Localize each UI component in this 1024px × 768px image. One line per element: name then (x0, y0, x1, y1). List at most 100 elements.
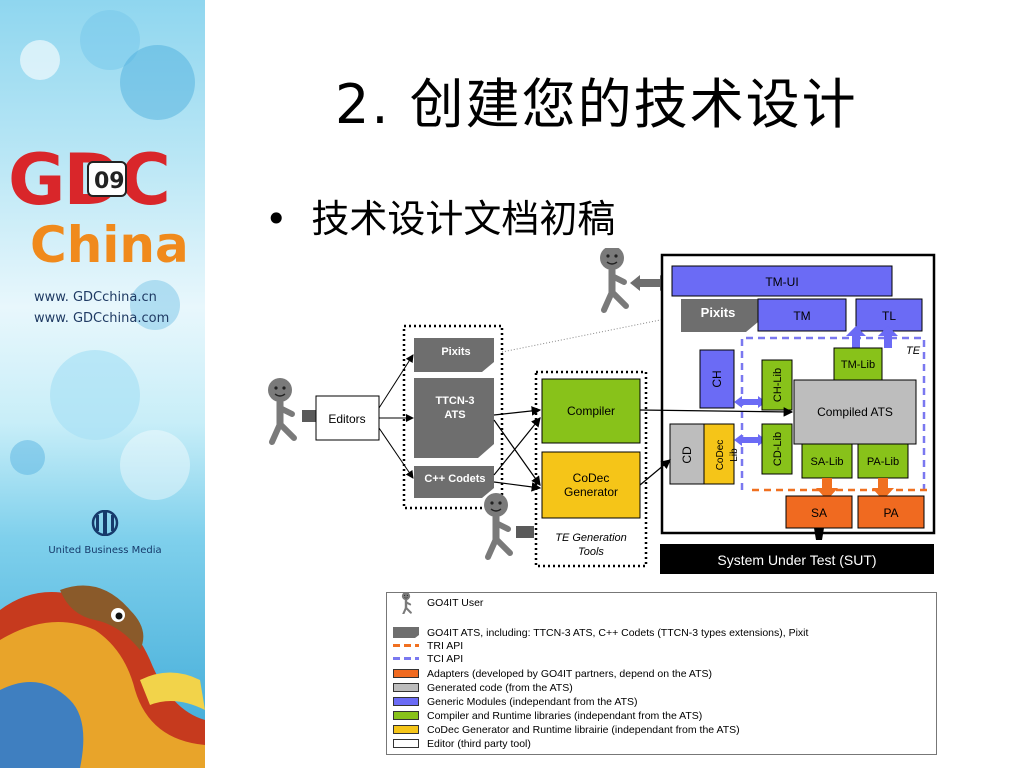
ats-pixits-doc (414, 338, 494, 372)
color-swatch (393, 697, 419, 706)
pixits-top-label: Pixits (701, 305, 736, 320)
sa-label: SA (811, 506, 827, 520)
pa-lib-box (857, 443, 909, 479)
ch-box (699, 349, 735, 409)
go4it-user-icon (600, 248, 626, 310)
legend-row-tci: TCI API (393, 652, 463, 665)
legend-label: TRI API (427, 639, 464, 652)
legend-row-user: GO4IT User (393, 591, 483, 614)
tl-box (855, 298, 923, 332)
bullet-text: 技术设计文档初稿 (311, 197, 616, 241)
codec-generator-box (541, 451, 641, 519)
cd-box (669, 423, 705, 485)
color-swatch (393, 683, 419, 692)
legend-label: GO4IT ATS, including: TTCN-3 ATS, C++ Co… (427, 626, 809, 639)
decor-bubble (120, 45, 195, 120)
legend-label: Compiler and Runtime libraries (independ… (427, 709, 703, 722)
decor-bubble (10, 440, 45, 475)
ch-double-arrow (734, 396, 766, 408)
user-to-editors-connector (302, 410, 316, 422)
cd-label: CD (680, 446, 694, 464)
tm-box (757, 298, 847, 332)
legend-row-generic: Generic Modules (independant from the AT… (393, 695, 638, 708)
legend-row-tri: TRI API (393, 639, 463, 652)
legend-row-adapters: Adapters (developed by GO4IT partners, d… (393, 667, 712, 680)
legend-row-generated: Generated code (from the ATS) (393, 681, 573, 694)
sidebar-decoration: GDC 09 China www. GDCchina.cn www. GDCch… (0, 0, 205, 768)
sut-label: System Under Test (SUT) (717, 552, 876, 568)
ubm-label: United Business Media (48, 545, 162, 556)
site-url-cn: www. GDCchina.cn (34, 290, 157, 305)
logo-china-text: China (30, 216, 189, 272)
ats-codets-doc (414, 466, 494, 498)
logo-year-badge (87, 161, 127, 197)
legend-label: TCI API (427, 652, 464, 665)
cd-double-arrow (734, 434, 766, 446)
decor-bubble (20, 40, 60, 80)
bullet-item: • 技术设计文档初稿 (265, 188, 615, 243)
color-swatch (393, 711, 419, 720)
pa-box (857, 495, 925, 529)
tm-label: TM (793, 309, 810, 323)
pixits-dotted-link (501, 315, 681, 353)
user-to-tools-connector (516, 526, 534, 538)
go4it-user-icon (484, 493, 510, 557)
diagram-legend: GO4IT User GO4IT ATS, including: TTCN-3 … (386, 591, 937, 755)
arrow-ttcn3-compiler (493, 406, 542, 416)
color-swatch (393, 739, 419, 748)
legend-label: Editor (third party tool) (427, 737, 531, 750)
decor-bubble (120, 430, 190, 500)
ubm-logo: United Business Media (40, 509, 170, 556)
arrow-codets-compiler (493, 417, 541, 476)
tl-label: TL (882, 309, 896, 323)
logo-year-text: 09 (94, 169, 125, 194)
decor-bubble (130, 280, 180, 330)
legend-label: Adapters (developed by GO4IT partners, d… (427, 667, 713, 680)
legend-label: Generic Modules (independant from the AT… (427, 695, 638, 708)
legend-row-editor: Editor (third party tool) (393, 737, 531, 750)
legend-label: CoDec Generator and Runtime librairie (i… (427, 723, 740, 736)
arrow-ttcn3-codec (493, 419, 541, 486)
sa-box (785, 495, 853, 529)
editors-box (315, 395, 380, 441)
ubm-emblem-icon (91, 509, 119, 537)
go4it-user-icon (268, 378, 294, 442)
te-generation-group-border (534, 370, 648, 568)
tri-arrow-sa (816, 478, 838, 500)
editors-label: Editors (328, 412, 365, 426)
arrow-codec-generator-cd (639, 459, 671, 486)
sa-to-sut-connector (814, 528, 824, 540)
arrow-editors-pixits (378, 354, 414, 409)
tm-ui-box (671, 265, 893, 297)
color-swatch (393, 669, 419, 678)
site-url-com: www. GDCchina.com (34, 311, 170, 326)
te-label: TE (906, 345, 921, 357)
color-swatch (393, 725, 419, 734)
legend-label: Generated code (from the ATS) (427, 681, 573, 694)
compiler-label: Compiler (567, 404, 615, 418)
go4it-user-icon (400, 591, 413, 614)
ch-lib-label: CH-Lib (772, 368, 784, 402)
legend-row-compiler: Compiler and Runtime libraries (independ… (393, 709, 702, 722)
tm-ui-label: TM-UI (765, 275, 798, 289)
user-to-tmui-double-arrow (630, 275, 670, 291)
tm-lib-box (833, 347, 883, 381)
codec-lib-box (703, 423, 735, 485)
tci-api-dashed-border (740, 336, 926, 490)
pixits-top-doc (681, 299, 758, 332)
dragon-illustration (0, 585, 205, 768)
ats-ttcn3-doc (414, 378, 494, 458)
ats-codets-label: C++ Codets (424, 473, 485, 485)
decor-bubble (50, 350, 140, 440)
tci-dash-swatch (393, 657, 419, 660)
bullet-dot: • (265, 197, 288, 241)
legend-row-ats: GO4IT ATS, including: TTCN-3 ATS, C++ Co… (393, 626, 808, 639)
compiler-box (541, 378, 641, 444)
tri-arrow-pa (872, 478, 894, 500)
cd-lib-label: CD-Lib (772, 432, 784, 466)
compiled-ats-box (793, 379, 917, 445)
